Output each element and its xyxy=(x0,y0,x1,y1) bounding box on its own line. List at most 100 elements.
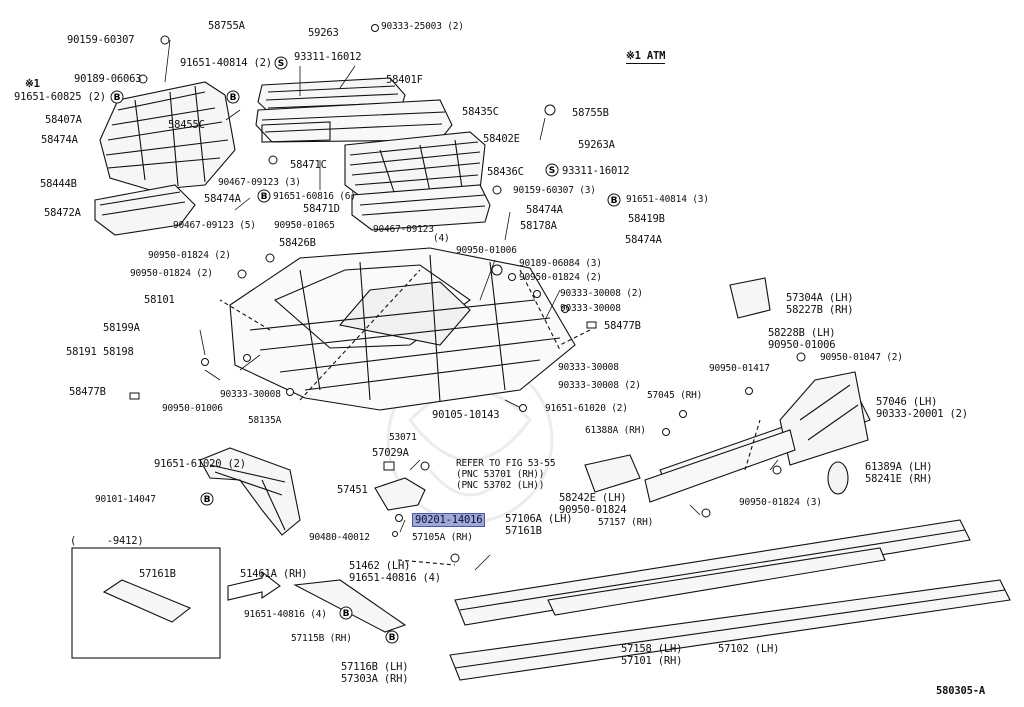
part-label[interactable]: 57029A xyxy=(372,447,409,459)
part-label[interactable]: 58477B xyxy=(604,320,641,332)
part-label[interactable]: 58241E (RH) xyxy=(865,473,933,485)
part-label[interactable]: 57451 xyxy=(337,484,368,496)
highlighted-part-label[interactable]: 90201-14016 xyxy=(412,513,486,527)
part-label[interactable]: 57101 (RH) xyxy=(621,655,683,667)
part-label[interactable]: 90105-10143 xyxy=(432,409,500,421)
part-label[interactable]: 90159-60307 xyxy=(67,34,135,46)
part-label[interactable]: 58435C xyxy=(462,106,499,118)
part-label[interactable]: 57161B xyxy=(505,525,542,537)
part-label[interactable]: 58227B (RH) xyxy=(786,304,854,316)
part-label[interactable]: 51461A (RH) xyxy=(240,568,308,580)
part-label[interactable]: 58477B xyxy=(69,386,106,398)
part-label[interactable]: 90333-25003 (2) xyxy=(381,21,464,32)
part-label[interactable]: 58402E xyxy=(483,133,520,145)
part-label[interactable]: 58401F xyxy=(386,74,423,86)
part-label[interactable]: 58444B xyxy=(40,178,77,190)
part-label[interactable]: 90950-01824 (2) xyxy=(519,272,602,283)
tunnel-panel-58407a xyxy=(94,81,236,236)
part-label[interactable]: 58472A xyxy=(44,207,81,219)
part-label[interactable]: 90950-01824 (3) xyxy=(739,497,822,508)
part-label[interactable]: 58178A xyxy=(520,220,557,232)
part-label[interactable]: 90950-01006 xyxy=(768,339,836,351)
part-label[interactable]: 57303A (RH) xyxy=(341,673,409,685)
part-label[interactable]: 58135A xyxy=(248,415,282,426)
part-label[interactable]: 58471D xyxy=(303,203,340,215)
part-label[interactable]: 91651-61020 (2) xyxy=(545,403,628,414)
part-label[interactable]: 57158 (LH) xyxy=(621,643,683,655)
part-label[interactable]: 58474A xyxy=(526,204,563,216)
part-label[interactable]: 58228B (LH) xyxy=(768,327,836,339)
part-label[interactable]: 58199A xyxy=(103,322,140,334)
part-label[interactable]: 91651-61020 (2) xyxy=(154,458,246,470)
part-label[interactable]: 53071 xyxy=(389,432,417,443)
part-label[interactable]: 90950-01824 xyxy=(559,504,627,516)
part-label[interactable]: 58474A xyxy=(204,193,241,205)
part-label[interactable]: 58474A xyxy=(41,134,78,146)
part-label[interactable]: 59263A xyxy=(578,139,615,151)
part-label[interactable]: 90101-14047 xyxy=(95,494,156,505)
part-label[interactable]: 57105A (RH) xyxy=(412,532,473,543)
svg-text:B: B xyxy=(389,633,396,643)
part-label[interactable]: 58474A xyxy=(625,234,662,246)
part-label[interactable]: 90189-06084 (3) xyxy=(519,258,602,269)
part-label[interactable]: 61388A (RH) xyxy=(585,425,646,436)
part-label[interactable]: 57161B xyxy=(139,568,176,580)
part-label[interactable]: 90950-01824 (2) xyxy=(148,250,231,261)
part-label[interactable]: 90950-01006 xyxy=(456,245,517,256)
part-label[interactable]: 91651-40816 (4) xyxy=(349,572,441,584)
part-label[interactable]: 90333-30008 xyxy=(220,389,281,400)
part-label[interactable]: 90950-01006 xyxy=(162,403,223,414)
part-label[interactable]: 57106A (LH) xyxy=(505,513,573,525)
part-label[interactable]: 91651-40814 (2) xyxy=(180,57,272,69)
part-label[interactable]: 90189-06063 xyxy=(74,73,142,85)
part-label[interactable]: 58455C xyxy=(168,119,205,131)
part-label[interactable]: 90333-30008 xyxy=(560,303,621,314)
part-label[interactable]: 90467-09123 (3) xyxy=(218,177,301,188)
svg-text:B: B xyxy=(230,93,237,103)
part-label[interactable]: 57115B (RH) xyxy=(291,633,352,644)
part-label[interactable]: 90333-20001 (2) xyxy=(876,408,968,420)
part-label[interactable]: 90950-01047 (2) xyxy=(820,352,903,363)
part-label[interactable]: 90950-01824 (2) xyxy=(130,268,213,279)
part-label[interactable]: 90333-30008 (2) xyxy=(558,380,641,391)
part-label[interactable]: 59263 xyxy=(308,27,339,39)
part-label[interactable]: (4) xyxy=(433,233,450,244)
part-label[interactable]: 57116B (LH) xyxy=(341,661,409,673)
part-label[interactable]: 90333-30008 xyxy=(558,362,619,373)
part-label[interactable]: 57304A (LH) xyxy=(786,292,854,304)
part-label[interactable]: 91651-60816 (6) xyxy=(273,191,356,202)
part-label[interactable]: 57046 (LH) xyxy=(876,396,938,408)
part-label[interactable]: 51462 (LH) xyxy=(349,560,411,572)
part-label[interactable]: 93311-16012 xyxy=(562,165,630,177)
part-label[interactable]: 61389A (LH) xyxy=(865,461,933,473)
svg-text:B: B xyxy=(114,93,121,103)
part-label[interactable]: 58755B xyxy=(572,107,609,119)
part-label[interactable]: 58407A xyxy=(45,114,82,126)
part-label[interactable]: 91651-60825 (2) xyxy=(14,91,106,103)
part-label[interactable]: 58198 xyxy=(103,346,134,358)
part-label[interactable]: 90480-40012 xyxy=(309,532,370,543)
s-marker-icon: S xyxy=(274,56,288,70)
part-label[interactable]: 58242E (LH) xyxy=(559,492,627,504)
part-label[interactable]: 57157 (RH) xyxy=(598,517,654,528)
part-label[interactable]: 90950-01065 xyxy=(274,220,335,231)
part-label[interactable]: 58755A xyxy=(208,20,245,32)
part-label[interactable]: 90159-60307 (3) xyxy=(513,185,596,196)
part-label[interactable]: 58436C xyxy=(487,166,524,178)
svg-text:B: B xyxy=(261,192,268,202)
part-label[interactable]: 57045 (RH) xyxy=(647,390,703,401)
part-label[interactable]: 58471C xyxy=(290,159,327,171)
part-label[interactable]: 58191 xyxy=(66,346,97,358)
part-label[interactable]: 91651-40816 (4) xyxy=(244,609,327,620)
part-label[interactable]: 90467-09123 (5) xyxy=(173,220,256,231)
svg-text:S: S xyxy=(549,166,555,176)
part-label[interactable]: 58419B xyxy=(628,213,665,225)
part-label[interactable]: 90950-01417 xyxy=(709,363,770,374)
part-label[interactable]: 90467-09123 xyxy=(373,224,434,235)
part-label[interactable]: 58101 xyxy=(144,294,175,306)
part-label[interactable]: 91651-40814 (3) xyxy=(626,194,709,205)
part-label[interactable]: 93311-16012 xyxy=(294,51,362,63)
part-label[interactable]: 57102 (LH) xyxy=(718,643,780,655)
part-label[interactable]: 58426B xyxy=(279,237,316,249)
part-label[interactable]: 90333-30008 (2) xyxy=(560,288,643,299)
